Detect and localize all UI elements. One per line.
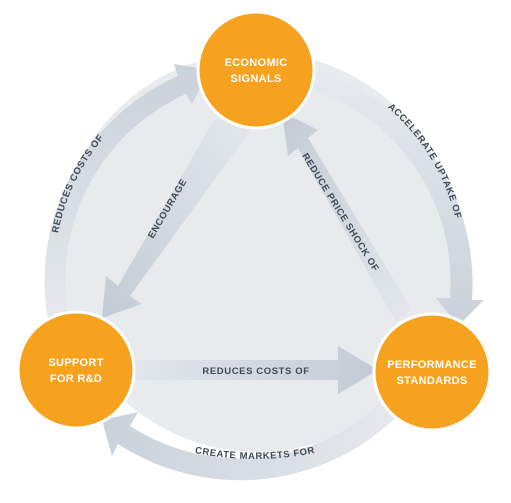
node-economic-signals: ECONOMIC SIGNALS: [196, 10, 316, 130]
node-support-for-rd: SUPPORT FOR R&D: [16, 310, 136, 430]
arrow-right-outer: [302, 66, 484, 326]
label-reduces-costs-inner: REDUCES COSTS OF: [202, 366, 309, 377]
arrow-left-outer: [44, 64, 211, 338]
background-disc: [58, 52, 458, 452]
arrow-encourage: [102, 118, 252, 318]
node-label-line1: ECONOMIC: [225, 57, 288, 69]
inner-arrows: [102, 112, 412, 394]
node-label-line2: SIGNALS: [231, 73, 282, 85]
node-circle: [196, 10, 316, 130]
arrow-reduces-costs: [120, 346, 378, 394]
outer-ring-arrows: [44, 64, 484, 481]
node-label-line2: FOR R&D: [50, 373, 102, 385]
node-label-line2: STANDARDS: [397, 375, 468, 387]
arrow-bottom-outer: [102, 384, 412, 481]
arrow-reduce-price-shock: [282, 112, 412, 322]
node-performance-standards: PERFORMANCE STANDARDS: [372, 312, 492, 432]
node-label-line1: PERFORMANCE: [387, 359, 476, 371]
node-circle: [372, 312, 492, 432]
node-circle: [16, 310, 136, 430]
node-label-line1: SUPPORT: [48, 357, 103, 369]
